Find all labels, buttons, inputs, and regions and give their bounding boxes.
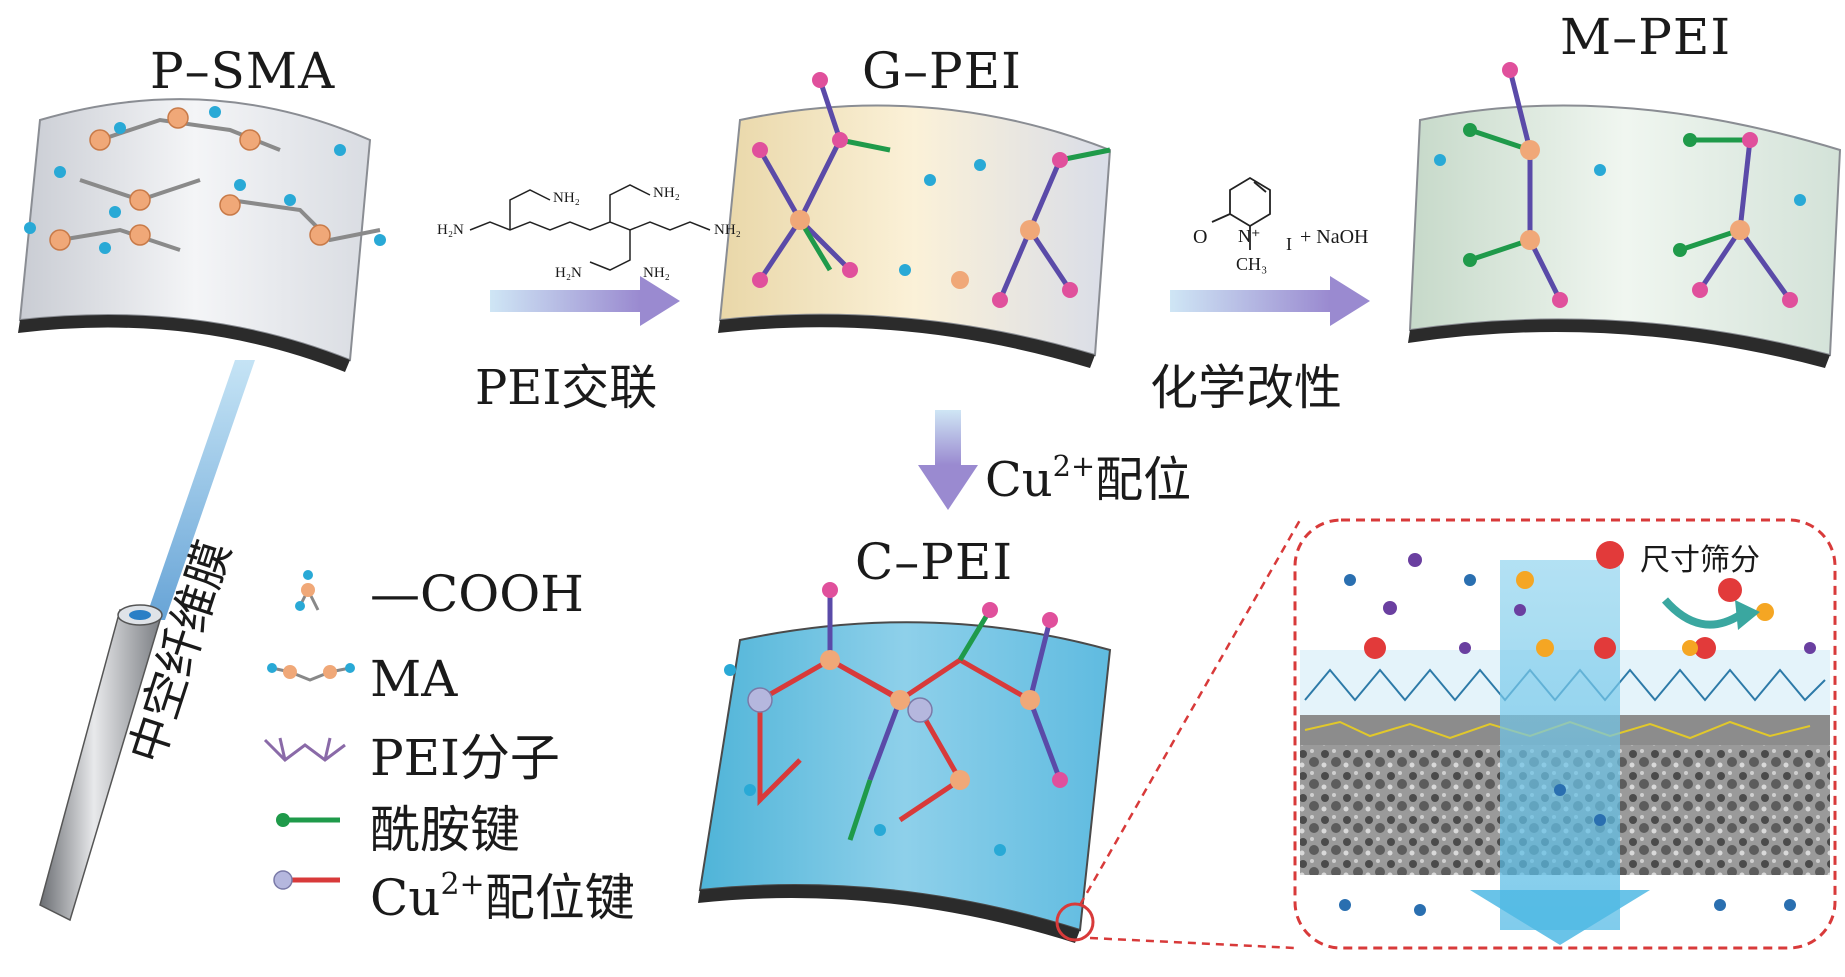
pei-structure-diagram: [469, 184, 711, 271]
reagent-nh2-1: NH₂: [553, 190, 580, 206]
cpei-membrane: [698, 582, 1112, 943]
size-sieving-label: 尺寸筛分: [1640, 543, 1760, 578]
pei-molecule-icon: [263, 737, 346, 762]
size-sieving-inset: [1293, 518, 1837, 950]
pei-crosslink-label: PEI交联: [475, 360, 658, 416]
reagent-iodide: I: [1286, 234, 1292, 254]
reagent-nh2-4: NH₂: [643, 265, 670, 281]
psma-title: P–SMA: [150, 42, 336, 100]
reagent-h2n: H₂N: [437, 222, 464, 238]
arrow-cu-coord: [918, 410, 978, 510]
legend-amide-text: 酰胺键: [370, 801, 520, 859]
psma-membrane: [18, 98, 386, 372]
inset-connector: [1078, 519, 1302, 906]
legend-cu-tail: 配位键: [484, 869, 635, 927]
reagent-o: O: [1193, 226, 1208, 248]
legend-pei-text: PEI分子: [370, 729, 560, 787]
reagent-h2n-2: H₂N: [555, 265, 582, 281]
legend-cu-base: Cu: [370, 869, 441, 927]
arrow-pei-crosslink: [490, 276, 680, 326]
reagent-naoh: + NaOH: [1300, 226, 1369, 248]
pyridinone-structure-diagram: [1211, 176, 1271, 250]
arrow-chem-modify: [1170, 276, 1370, 326]
chem-modify-label: 化学改性: [1150, 360, 1343, 416]
legend-cooh-text: —COOH: [370, 565, 584, 623]
hollow-fiber-illustration: [39, 360, 255, 922]
ma-icon: [267, 663, 355, 682]
cu-bond-icon: [273, 870, 340, 890]
gpei-membrane: [718, 72, 1112, 368]
mpei-title: M–PEI: [1560, 8, 1732, 66]
inset-connector: [1089, 936, 1296, 950]
reagent-nh2-2: NH₂: [653, 185, 680, 201]
reagent-nh2-3: NH₂: [714, 222, 741, 238]
reagent-nplus: N⁺: [1238, 226, 1261, 246]
mpei-membrane: [1408, 62, 1842, 368]
cu-coord-sup: 2+: [1052, 448, 1096, 483]
legend-ma-text: MA: [370, 650, 458, 708]
cooh-icon: [295, 570, 320, 611]
cu-coord-base: Cu: [985, 452, 1053, 508]
reagent-ch3: CH₃: [1236, 254, 1268, 274]
gpei-title: G–PEI: [862, 42, 1022, 100]
cu-coord-label: Cu2+配位: [985, 440, 1191, 510]
legend-cu-sup: 2+: [440, 867, 485, 902]
legend-cu-bond-text: Cu2+配位键: [370, 858, 635, 930]
cu-coord-tail: 配位: [1095, 452, 1192, 508]
legend-icons: [263, 570, 355, 890]
cpei-title: C–PEI: [855, 533, 1014, 591]
amide-bond-icon: [276, 813, 340, 827]
